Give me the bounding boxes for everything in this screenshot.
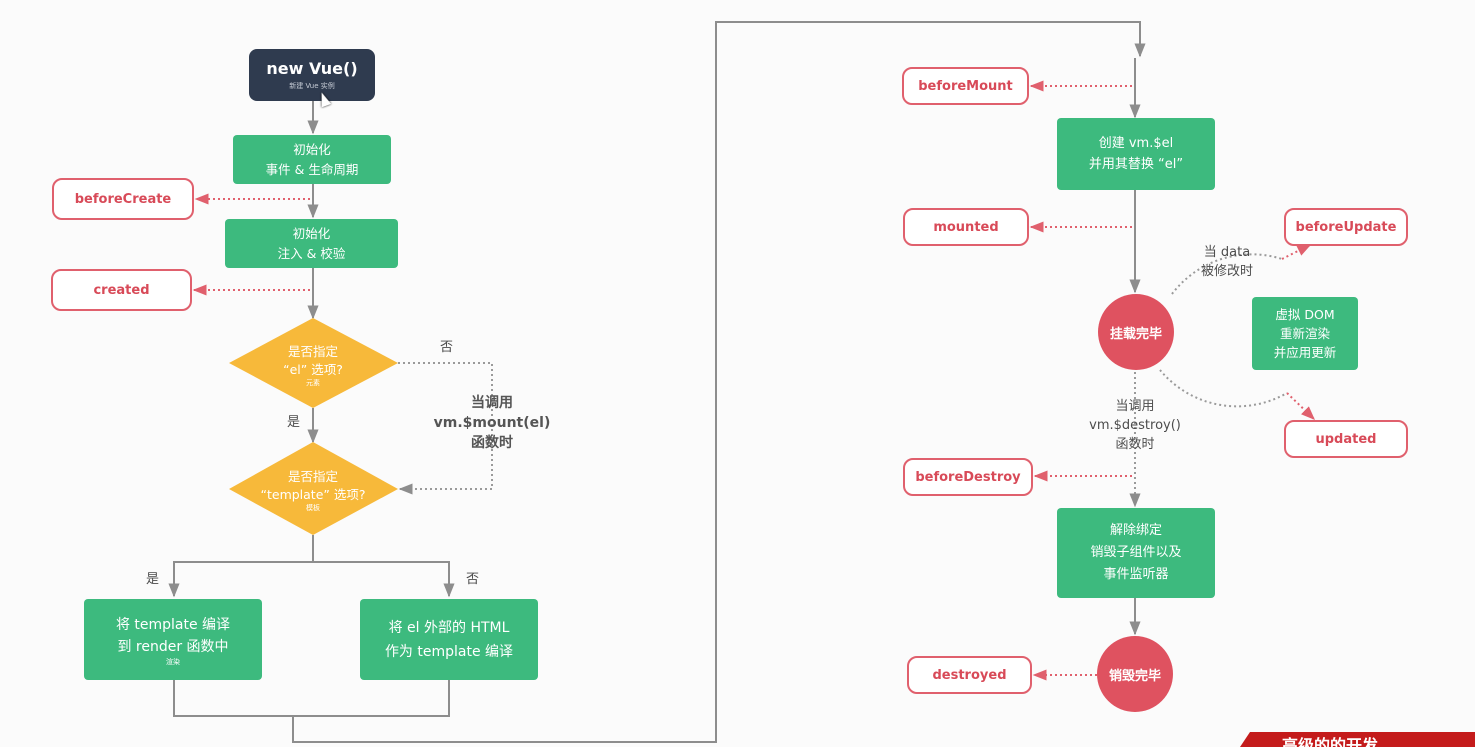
data-changed-line1: 当 data — [1203, 245, 1251, 260]
compile-template-line1: 将 template 编译 — [115, 616, 231, 633]
compile-template-line2: 到 render 函数中 — [117, 638, 229, 655]
init-events-node: 初始化 事件 & 生命周期 — [233, 135, 391, 184]
virtual-dom-line3: 并应用更新 — [1273, 345, 1337, 360]
create-el-node: 创建 vm.$el 并用其替换 “el” — [1057, 118, 1215, 190]
label-yes-el: 是 — [287, 415, 301, 430]
diamond-template-text: 是否指定 “template” 选项? 模板 — [240, 465, 386, 515]
label-no-el: 否 — [440, 340, 454, 355]
hook-before-create: beforeCreate — [52, 178, 194, 220]
teardown-node: 解除绑定 销毁子组件以及 事件监听器 — [1057, 508, 1215, 598]
init-events-line1: 初始化 — [293, 141, 331, 157]
compile-template-note: 渲染 — [166, 657, 180, 666]
hook-created: created — [51, 269, 192, 311]
virtual-dom-line2: 重新渲染 — [1279, 326, 1330, 341]
new-vue-node: new Vue() 新建 Vue 实例 — [249, 49, 375, 101]
create-el-line1: 创建 vm.$el — [1098, 136, 1174, 151]
teardown-line1: 解除绑定 — [1109, 523, 1162, 538]
video-banner: 高级的的开发 — [1240, 732, 1475, 747]
mounted-complete-circle: 挂载完毕 — [1098, 294, 1174, 370]
hook-before-mount: beforeMount — [902, 67, 1029, 105]
compile-outer-line2: 作为 template 编译 — [384, 643, 514, 660]
hook-before-update: beforeUpdate — [1284, 208, 1408, 246]
teardown-line2: 销毁子组件以及 — [1090, 545, 1182, 560]
init-inject-line2: 注入 & 校验 — [277, 245, 346, 261]
create-el-line2: 并用其替换 “el” — [1088, 157, 1184, 172]
compile-outer-line1: 将 el 外部的 HTML — [388, 619, 510, 636]
diamond-template-note: 模板 — [306, 504, 320, 512]
mount-call-line2: vm.$mount(el) — [433, 415, 551, 431]
init-events-line2: 事件 & 生命周期 — [265, 161, 359, 177]
diamond-el-shape — [229, 318, 398, 408]
diamond-el-note: 元素 — [306, 379, 320, 387]
compile-outer-html-node: 将 el 外部的 HTML 作为 template 编译 — [360, 599, 538, 680]
mount-call-line3: 函数时 — [471, 435, 513, 451]
init-inject-node: 初始化 注入 & 校验 — [225, 219, 398, 268]
destroy-call-line3: 函数时 — [1115, 437, 1155, 452]
compile-template-node: 将 template 编译 到 render 函数中 渲染 — [84, 599, 262, 680]
hook-before-destroy: beforeDestroy — [903, 458, 1033, 496]
destroy-call-line2: vm.$destroy() — [1089, 418, 1181, 433]
diamond-template-shape — [229, 442, 398, 535]
diamond-template-line1: 是否指定 — [287, 469, 338, 484]
label-data-changed: 当 data 被修改时 — [1194, 243, 1260, 281]
diamond-template-line2: “template” 选项? — [260, 487, 366, 502]
teardown-line3: 事件监听器 — [1103, 567, 1169, 582]
label-destroy-call: 当调用 vm.$destroy() 函数时 — [1083, 397, 1187, 454]
hook-destroyed: destroyed — [907, 656, 1032, 694]
mount-call-line1: 当调用 — [471, 395, 513, 411]
diamond-el-text: 是否指定 “el” 选项? 元素 — [250, 340, 376, 390]
destroy-call-line1: 当调用 — [1115, 399, 1155, 414]
hook-mounted: mounted — [903, 208, 1029, 246]
init-inject-line1: 初始化 — [292, 225, 331, 241]
hook-updated: updated — [1284, 420, 1408, 458]
virtual-dom-line1: 虚拟 DOM — [1275, 307, 1335, 322]
label-no-template: 否 — [466, 572, 480, 587]
virtual-dom-node: 虚拟 DOM 重新渲染 并应用更新 — [1252, 297, 1358, 370]
label-mount-call: 当调用 vm.$mount(el) 函数时 — [430, 393, 554, 453]
label-yes-template: 是 — [146, 572, 160, 587]
diamond-el-line2: “el” 选项? — [283, 362, 343, 377]
new-vue-title: new Vue() — [266, 59, 358, 78]
data-changed-line2: 被修改时 — [1200, 264, 1253, 279]
destroyed-complete-circle: 销毁完毕 — [1097, 636, 1173, 712]
diamond-el-line1: 是否指定 — [287, 344, 338, 359]
new-vue-subtitle: 新建 Vue 实例 — [289, 82, 335, 90]
